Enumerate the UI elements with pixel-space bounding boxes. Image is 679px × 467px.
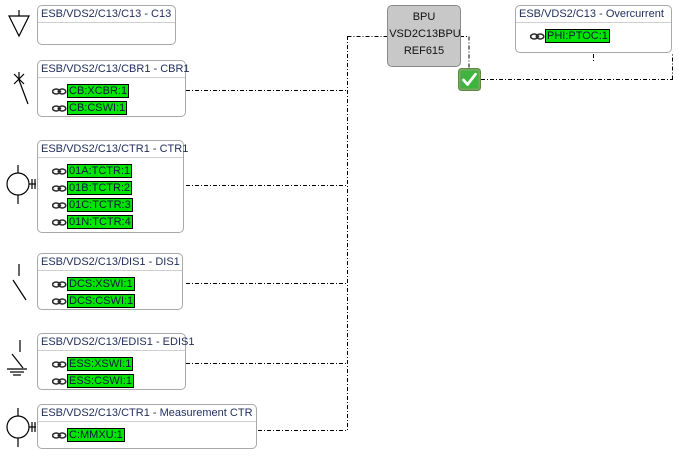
node-title-overcurrent: ESB/VDS2/C13 - Overcurrent bbox=[516, 6, 671, 23]
ied-label-type: BPU bbox=[412, 11, 436, 23]
node-title-ctr1: ESB/VDS2/C13/CTR1 - CTR1 bbox=[38, 141, 188, 158]
logical-node-row[interactable]: ESS:XSWI:1 bbox=[38, 356, 185, 372]
node-box-measurement-ctr[interactable]: ESB/VDS2/C13/CTR1 - Measurement CTR C:MM… bbox=[37, 404, 257, 449]
logical-node-label: PHI:PTOC:1 bbox=[545, 29, 610, 43]
node-body-dis1: DCS:XSWI:1 DCS:CSWI:1 bbox=[38, 271, 182, 314]
current-transformer-icon bbox=[6, 165, 36, 204]
measurement-ct-icon bbox=[6, 408, 36, 447]
node-title-measurement-ctr: ESB/VDS2/C13/CTR1 - Measurement CTR bbox=[38, 405, 256, 422]
logical-node-row[interactable]: 01A:TCTR:1 bbox=[38, 163, 183, 179]
chain-link-icon bbox=[52, 360, 67, 368]
logical-node-label: 01A:TCTR:1 bbox=[67, 164, 133, 178]
node-title-edis1: ESB/VDS2/C13/EDIS1 - EDIS1 bbox=[38, 334, 194, 351]
circuit-breaker-icon bbox=[13, 72, 29, 105]
ied-box-bpu[interactable]: BPU VSD2C13BPU REF615 bbox=[387, 5, 461, 67]
logical-node-label: 01B:TCTR:2 bbox=[67, 181, 133, 195]
logical-node-row[interactable]: DCS:XSWI:1 bbox=[38, 276, 182, 292]
node-body-cbr1: CB:XCBR:1 CB:CSWI:1 bbox=[38, 78, 185, 121]
logical-node-label: ESS:XSWI:1 bbox=[67, 357, 134, 371]
node-box-ctr1[interactable]: ESB/VDS2/C13/CTR1 - CTR1 01A:TCTR:1 01B:… bbox=[37, 140, 188, 235]
logical-node-row[interactable]: CB:CSWI:1 bbox=[38, 100, 185, 116]
chain-link-icon bbox=[52, 280, 67, 288]
chain-link-icon bbox=[52, 201, 67, 209]
green-check-icon[interactable] bbox=[458, 68, 481, 91]
disconnector-icon bbox=[12, 264, 27, 301]
logical-node-row[interactable]: 01N:TCTR:4 bbox=[38, 214, 183, 230]
logical-node-label: ESS:CSWI:1 bbox=[67, 374, 134, 388]
node-body-edis1: ESS:XSWI:1 ESS:CSWI:1 bbox=[38, 351, 185, 394]
cable-termination-icon bbox=[8, 10, 30, 38]
node-body-measurement-ctr: C:MMXU:1 bbox=[38, 422, 256, 448]
logical-node-row[interactable]: DCS:CSWI:1 bbox=[38, 293, 182, 309]
node-title-c13: ESB/VDS2/C13/C13 - C13 bbox=[38, 6, 175, 23]
node-title-cbr1: ESB/VDS2/C13/CBR1 - CBR1 bbox=[38, 61, 190, 78]
chain-link-icon bbox=[530, 32, 545, 40]
logical-node-row[interactable]: C:MMXU:1 bbox=[38, 427, 256, 443]
chain-link-icon bbox=[52, 87, 67, 95]
chain-link-icon bbox=[52, 167, 67, 175]
logical-node-row[interactable]: ESS:CSWI:1 bbox=[38, 373, 185, 389]
logical-node-row[interactable]: CB:XCBR:1 bbox=[38, 83, 185, 99]
logical-node-label: DCS:CSWI:1 bbox=[67, 294, 136, 308]
logical-node-row[interactable]: PHI:PTOC:1 bbox=[516, 28, 671, 44]
node-title-dis1: ESB/VDS2/C13/DIS1 - DIS1 bbox=[38, 254, 182, 271]
logical-node-label: DCS:XSWI:1 bbox=[67, 277, 135, 291]
ied-label-name: VSD2C13BPU bbox=[389, 28, 461, 40]
logical-node-row[interactable]: 01C:TCTR:3 bbox=[38, 197, 183, 213]
logical-node-row[interactable]: 01B:TCTR:2 bbox=[38, 180, 183, 196]
node-box-edis1[interactable]: ESB/VDS2/C13/EDIS1 - EDIS1 ESS:XSWI:1 ES… bbox=[37, 333, 194, 390]
ied-label-model: REF615 bbox=[403, 45, 445, 57]
logical-node-label: C:MMXU:1 bbox=[67, 428, 125, 442]
logical-node-label: 01C:TCTR:3 bbox=[67, 198, 133, 212]
node-box-cbr1[interactable]: ESB/VDS2/C13/CBR1 - CBR1 CB:XCBR:1 CB:CS… bbox=[37, 60, 190, 117]
chain-link-icon bbox=[52, 218, 67, 226]
node-box-c13[interactable]: ESB/VDS2/C13/C13 - C13 bbox=[37, 5, 176, 45]
chain-link-icon bbox=[52, 184, 67, 192]
logical-node-label: CB:XCBR:1 bbox=[67, 84, 130, 98]
logical-node-label: 01N:TCTR:4 bbox=[67, 215, 133, 229]
node-body-ctr1: 01A:TCTR:1 01B:TCTR:2 01C:TCTR:3 bbox=[38, 158, 183, 235]
node-body-overcurrent: PHI:PTOC:1 bbox=[516, 23, 671, 49]
node-box-dis1[interactable]: ESB/VDS2/C13/DIS1 - DIS1 DCS:XSWI:1 DCS:… bbox=[37, 253, 183, 310]
chain-link-icon bbox=[52, 104, 67, 112]
chain-link-icon bbox=[52, 431, 67, 439]
chain-link-icon bbox=[52, 297, 67, 305]
chain-link-icon bbox=[52, 377, 67, 385]
earthing-switch-icon bbox=[7, 340, 27, 376]
node-body-c13 bbox=[38, 23, 175, 43]
logical-node-label: CB:CSWI:1 bbox=[67, 101, 128, 115]
node-box-overcurrent[interactable]: ESB/VDS2/C13 - Overcurrent PHI:PTOC:1 bbox=[515, 5, 672, 53]
